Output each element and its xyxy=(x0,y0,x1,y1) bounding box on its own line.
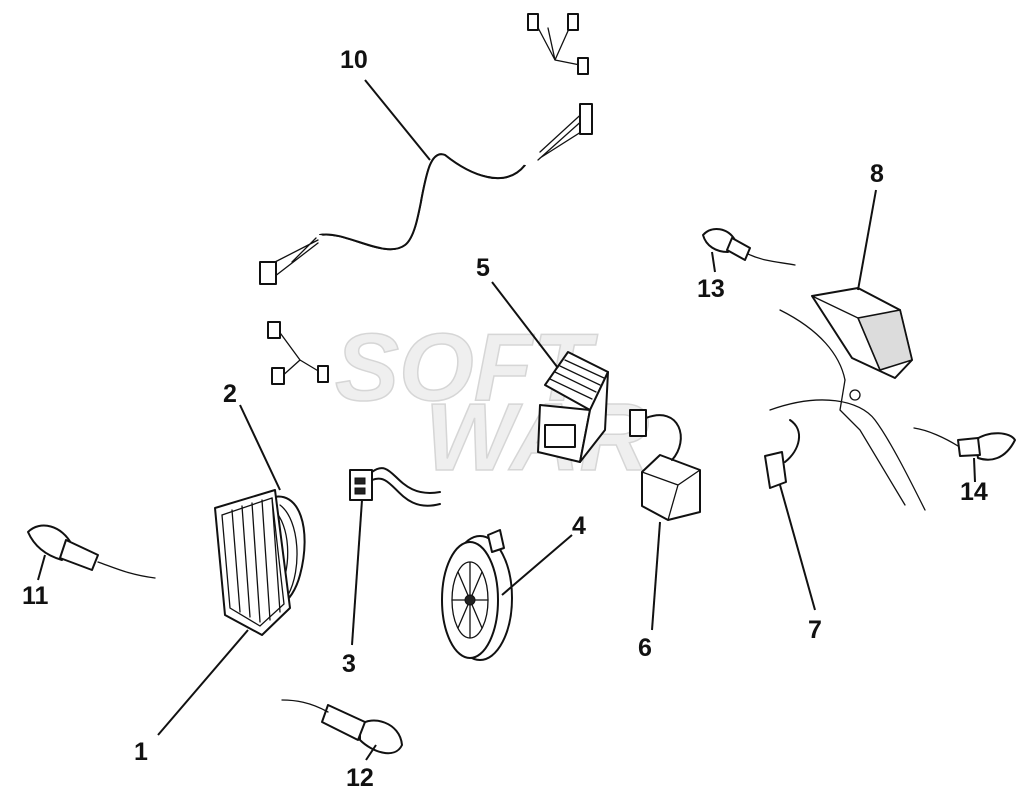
callout-4: 4 xyxy=(572,512,586,540)
callout-10: 10 xyxy=(340,46,368,74)
cdi-unit xyxy=(629,409,701,521)
wiring-harness xyxy=(259,13,593,385)
callout-13: 13 xyxy=(697,275,725,303)
callout-12: 12 xyxy=(346,764,374,792)
callout-6: 6 xyxy=(638,634,652,662)
watermark-line1: SOFT xyxy=(335,314,598,421)
regulator-rectifier xyxy=(537,351,609,463)
indicator-13 xyxy=(702,228,796,266)
watermark: SOFT WAR xyxy=(334,313,649,492)
watermark-line2: WAR xyxy=(425,384,649,491)
callout-11: 11 xyxy=(22,582,49,610)
headlight-lens xyxy=(214,489,291,636)
connector xyxy=(349,467,441,507)
callout-2: 2 xyxy=(223,380,237,408)
callout-14: 14 xyxy=(960,478,988,506)
callout-1: 1 xyxy=(134,738,148,766)
callout-7: 7 xyxy=(808,616,822,644)
callout-numbers: 1 2 3 4 5 6 7 8 10 11 12 13 14 xyxy=(22,46,988,792)
callout-5: 5 xyxy=(476,254,490,282)
indicator-12 xyxy=(281,699,403,755)
leader-lines xyxy=(37,79,976,761)
indicator-14 xyxy=(913,427,1016,461)
tail-light xyxy=(811,287,913,379)
rear-fender xyxy=(764,309,926,511)
indicator-11 xyxy=(27,524,156,579)
callout-8: 8 xyxy=(870,160,884,188)
horn xyxy=(441,529,513,661)
callout-3: 3 xyxy=(342,650,356,678)
